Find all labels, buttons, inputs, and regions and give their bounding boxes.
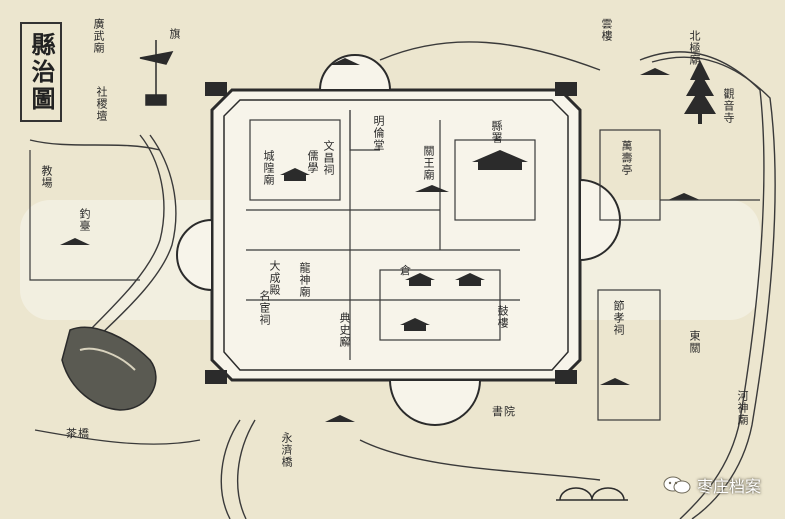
west-district-outline	[29, 150, 201, 445]
label-north-temple: 北極廟	[688, 30, 701, 66]
label-south-bridge: 永濟橋	[280, 432, 293, 468]
label-pavilion: 萬壽亭	[620, 140, 633, 176]
label-guan-temple: 關王廟	[422, 145, 435, 181]
label-city-god: 城隍廟	[262, 150, 275, 186]
city-wall	[210, 88, 582, 382]
corner-towers	[205, 82, 577, 384]
label-inner-hall: 典史廨	[338, 312, 351, 348]
pine-tree	[684, 60, 716, 124]
label-river-temple: 河神廟	[736, 390, 749, 426]
label-ming-lun: 明倫堂	[372, 115, 385, 151]
label-wenchang: 文昌祠	[322, 140, 335, 176]
label-ancestral: 名宦祠	[258, 290, 271, 326]
label-east-gate: 東關	[688, 330, 701, 354]
label-left-gate: 大成殿	[268, 260, 281, 296]
rock-mountain	[61, 326, 157, 411]
watermark-text: 枣庄档案	[696, 477, 761, 496]
label-drum-tower: 鼓樓	[496, 305, 509, 329]
label-tea-bridge: 茶橋	[66, 427, 90, 440]
label-book-hall: 書院	[492, 405, 516, 418]
label-yamen: 縣署	[490, 120, 503, 144]
label-cang: 倉	[400, 264, 412, 277]
label-west-fort: 教場	[40, 165, 53, 189]
label-fishing-platform: 釣臺	[78, 208, 91, 232]
river-lines	[29, 41, 776, 519]
south-bridge	[556, 487, 628, 501]
label-altar: 社稷壇	[95, 86, 108, 122]
label-right-shrines: 節孝祠	[612, 300, 625, 336]
label-confucian-school: 儒學	[306, 150, 319, 174]
inner-compounds	[246, 110, 536, 360]
label-tower-right: 雲樓	[600, 18, 613, 42]
label-flag: 旗	[168, 28, 181, 40]
east-district	[597, 129, 760, 421]
map-title: 縣治圖	[20, 22, 62, 122]
label-mountain-temple: 觀音寺	[722, 88, 735, 124]
label-dragon-temple: 龍神廟	[298, 262, 311, 298]
watermark: 枣庄档案	[663, 473, 761, 497]
building-roofs	[60, 58, 700, 422]
flag-pole	[139, 40, 174, 106]
label-guangwu-temple: 廣武廟	[92, 18, 105, 54]
wechat-icon	[663, 475, 691, 495]
